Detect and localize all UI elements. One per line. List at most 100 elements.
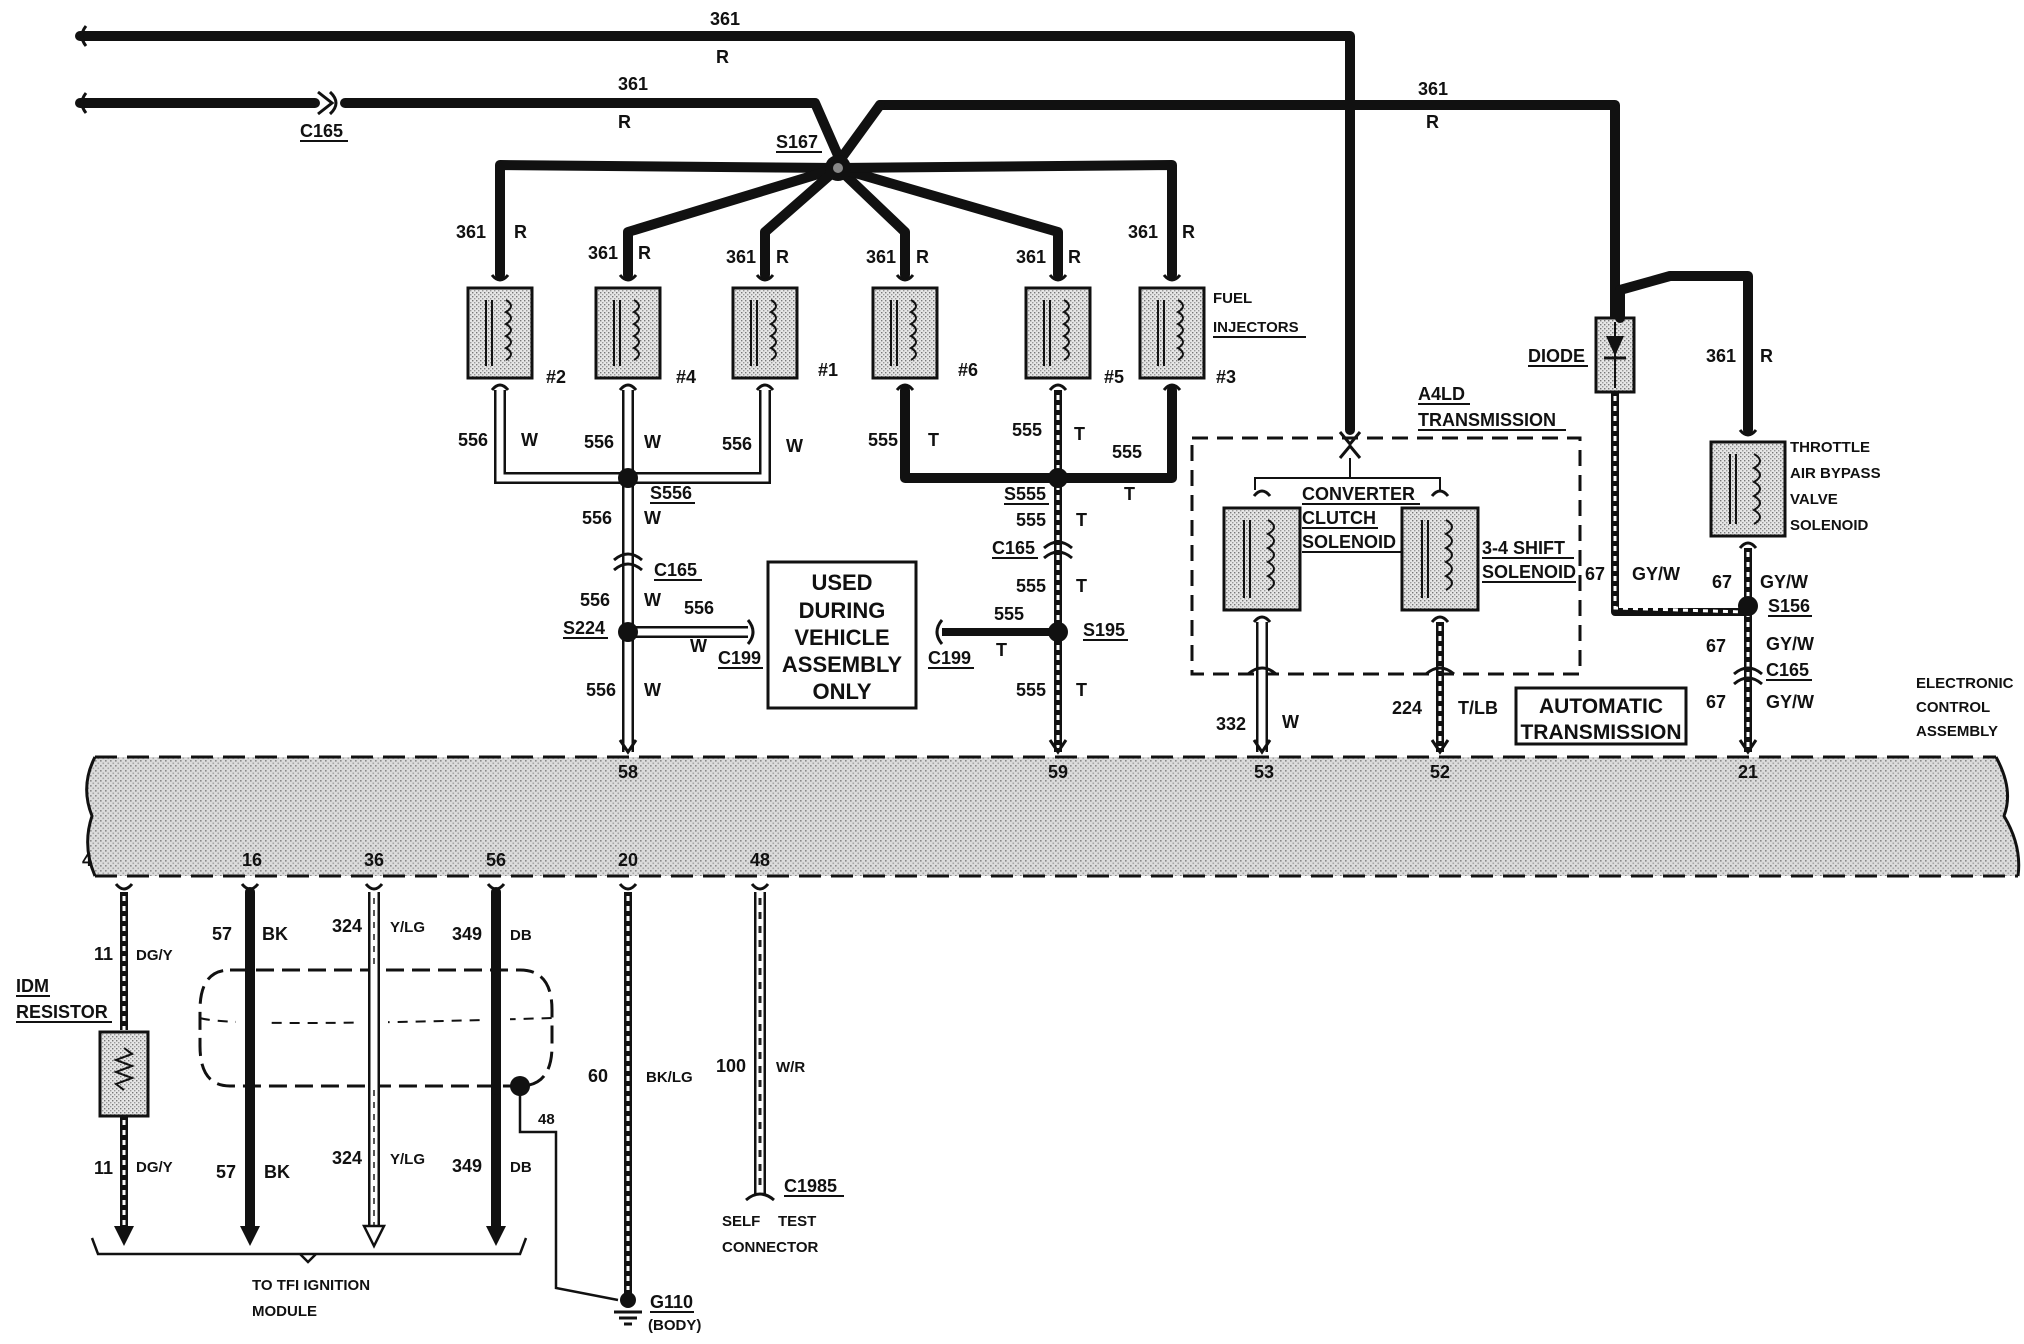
wire-349-upper: 349 (452, 924, 482, 944)
shift-solenoid-3-4 (1400, 489, 1480, 623)
throttle-wire-num: 67 (1712, 572, 1732, 592)
throttle-feed-color: R (1760, 346, 1773, 366)
wire-100-color: W/R (776, 1059, 805, 1076)
used-line-3: VEHICLE (794, 625, 889, 650)
w556-pin-color: W (644, 680, 661, 700)
pin-21: 21 (1738, 762, 1758, 782)
wire-324-upper: 324 (332, 916, 362, 936)
splice-s556-label: S556 (650, 483, 692, 503)
idm-resistor (98, 1030, 150, 1118)
fuel-injector-1 (731, 274, 799, 391)
connector-c199-right: C199 (928, 648, 971, 668)
shift-label-1: 3-4 SHIFT (1482, 538, 1565, 558)
inj1-feed-num: 361 (726, 247, 756, 267)
wire-349-lower: 349 (452, 1156, 482, 1176)
used-line-5: ONLY (812, 679, 871, 704)
drain-wire-48: 48 (538, 1111, 555, 1128)
w555-c199-num: 555 (994, 604, 1024, 624)
pin-4: 4 (82, 850, 92, 870)
w67-c165-color: GY/W (1766, 634, 1814, 654)
injector-2-label: #2 (546, 367, 566, 387)
injector-3-label: #3 (1216, 367, 1236, 387)
w67-c165-num: 67 (1706, 636, 1726, 656)
throttle-feed-num: 361 (1706, 346, 1736, 366)
w555-c165-color: T (1076, 576, 1087, 596)
wire-60: 60 (588, 1066, 608, 1086)
power-feed-wires (75, 25, 1620, 435)
w555-pin-color: T (1076, 680, 1087, 700)
w555-inj3-color: T (1124, 484, 1135, 504)
ground-body-label: (BODY) (648, 1317, 701, 1334)
inj6-feed-num: 361 (866, 247, 896, 267)
w555-inj3-num: 555 (1112, 442, 1142, 462)
w555-trunk-num: 555 (1016, 510, 1046, 530)
ground-g110 (614, 1292, 642, 1326)
converter-label-3: SOLENOID (1302, 532, 1396, 552)
splice-s555 (1048, 468, 1068, 488)
splice-s195 (1048, 622, 1068, 642)
wire-224-color: T/LB (1458, 698, 1498, 718)
splice-s555-label: S555 (1004, 484, 1046, 504)
pin-48: 48 (750, 850, 770, 870)
wire-100: 100 (716, 1056, 746, 1076)
inj5-feed-num: 361 (1016, 247, 1046, 267)
converter-label-1: CONVERTER (1302, 484, 1415, 504)
w556-inj2-color: W (521, 430, 538, 450)
bank-555-wires (900, 385, 1177, 752)
fuel-injector-6 (871, 274, 939, 391)
inj5-feed-color: R (1068, 247, 1081, 267)
wire-349-lower-color: DB (510, 1159, 532, 1176)
wire-332: 332 (1216, 714, 1246, 734)
idm-label-1: IDM (16, 976, 49, 996)
inj4-feed-num: 361 (588, 243, 618, 263)
connector-c199-left: C199 (718, 648, 761, 668)
a4ld-label-1: A4LD (1418, 384, 1465, 404)
w555-inj6-color: T (928, 430, 939, 450)
connector-c165-556: C165 (654, 560, 697, 580)
w556-c165-color: W (644, 590, 661, 610)
used-line-4: ASSEMBLY (782, 652, 903, 677)
w555-trunk-color: T (1076, 510, 1087, 530)
wire-11-upper-color: DG/Y (136, 947, 173, 964)
splice-s224 (618, 622, 638, 642)
w556-c165-num: 556 (580, 590, 610, 610)
injector-feed-wires (495, 160, 1177, 280)
wire-324-upper-color: Y/LG (390, 919, 425, 936)
inj2-feed-num: 361 (456, 222, 486, 242)
w556-trunk-num: 556 (582, 508, 612, 528)
w556-inj2-num: 556 (458, 430, 488, 450)
diode-wire-num: 67 (1585, 564, 1605, 584)
auto-trans-line-1: AUTOMATIC (1539, 695, 1663, 718)
wire-57-upper-color: BK (262, 924, 288, 944)
splice-s156 (1738, 596, 1758, 616)
fuel-injector-2 (466, 274, 534, 391)
inj1-feed-color: R (776, 247, 789, 267)
wire-11-upper: 11 (94, 944, 113, 964)
throttle-air-bypass-valve-solenoid (1709, 429, 1787, 549)
fuel-injector-3 (1138, 274, 1206, 391)
wire-224: 224 (1392, 698, 1422, 718)
connector-c165-555: C165 (992, 538, 1035, 558)
pin-36: 36 (364, 850, 384, 870)
inj2-feed-color: R (514, 222, 527, 242)
inj4-feed-color: R (638, 243, 651, 263)
pin-20: 20 (618, 850, 638, 870)
self-test-label-test: TEST (778, 1213, 816, 1230)
wire-361-top: 361 (710, 9, 740, 29)
w555-c199-color: T (996, 640, 1007, 660)
shift-label-2: SOLENOID (1482, 562, 1576, 582)
w555-c165-num: 555 (1016, 576, 1046, 596)
a4ld-transmission-box (1190, 436, 1582, 676)
eca-label-2: CONTROL (1916, 699, 1990, 716)
splice-s195-label: S195 (1083, 620, 1125, 640)
throttle-wire-color: GY/W (1760, 572, 1808, 592)
injector-4-label: #4 (676, 367, 696, 387)
converter-label-2: CLUTCH (1302, 508, 1376, 528)
idm-label-2: RESISTOR (16, 1002, 108, 1022)
wire-324-lower: 324 (332, 1148, 362, 1168)
connector-c165-top: C165 (300, 121, 343, 141)
fuel-injector-5 (1024, 274, 1092, 391)
color-r-second: R (618, 112, 631, 132)
w555-inj6-num: 555 (868, 430, 898, 450)
wire-57-lower: 57 (216, 1162, 236, 1182)
